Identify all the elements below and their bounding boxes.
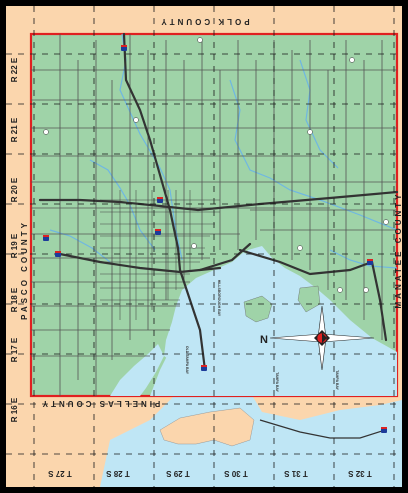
lower-peninsula — [159, 407, 255, 447]
county-label-left: PASCO COUNTY — [20, 220, 29, 320]
range-label: R 20 E — [10, 177, 19, 202]
water-label: TAMPA BAY — [335, 370, 339, 391]
township-label: T 28 S — [106, 469, 130, 478]
interstate-shield-icon — [367, 259, 373, 265]
range-label: R 21 E — [10, 117, 19, 142]
county-label-bottom: PINELLAS COUNTY — [40, 399, 161, 408]
township-label: T 27 S — [48, 469, 72, 478]
interstate-shield-icon — [381, 427, 387, 433]
range-label: R 17 E — [10, 337, 19, 362]
range-label: R 22 E — [10, 57, 19, 82]
county-label-top: POLK COUNTY — [158, 17, 249, 26]
township-label: T 32 S — [348, 469, 372, 478]
bridge — [259, 419, 386, 439]
interstate-shield-icon — [55, 251, 61, 257]
county-label-right: MANATEE COUNTY — [394, 192, 403, 309]
water-label: OLD TAMPA BAY — [185, 346, 189, 375]
compass-north-letter: N — [260, 334, 268, 346]
township-label: T 30 S — [224, 469, 248, 478]
state-road-markers — [43, 37, 389, 293]
water-label: TAMPA BAY — [275, 372, 279, 393]
interstate-shields — [43, 45, 387, 433]
range-label: R 16 E — [10, 397, 19, 422]
interstate-shield-icon — [157, 197, 163, 203]
water-label: HILLSBOROUGH BAY — [217, 280, 221, 317]
island-2 — [297, 285, 321, 313]
highways — [38, 32, 399, 372]
interstate-shield-icon — [43, 235, 49, 241]
compass-rose — [269, 305, 375, 371]
township-label: T 31 S — [284, 469, 308, 478]
range-label: R 18 E — [10, 287, 19, 312]
survey-grid — [6, 6, 402, 487]
roads-grid — [31, 34, 397, 396]
interstate-shield-icon — [155, 229, 161, 235]
interstate-shield-icon — [201, 365, 207, 371]
island-1 — [243, 295, 273, 323]
range-label: R 19 E — [10, 233, 19, 258]
old-tampa-bay-water — [110, 344, 164, 396]
hillsborough-bay-water — [164, 252, 250, 362]
interstate-shield-icon — [121, 45, 127, 51]
township-label: T 29 S — [166, 469, 190, 478]
